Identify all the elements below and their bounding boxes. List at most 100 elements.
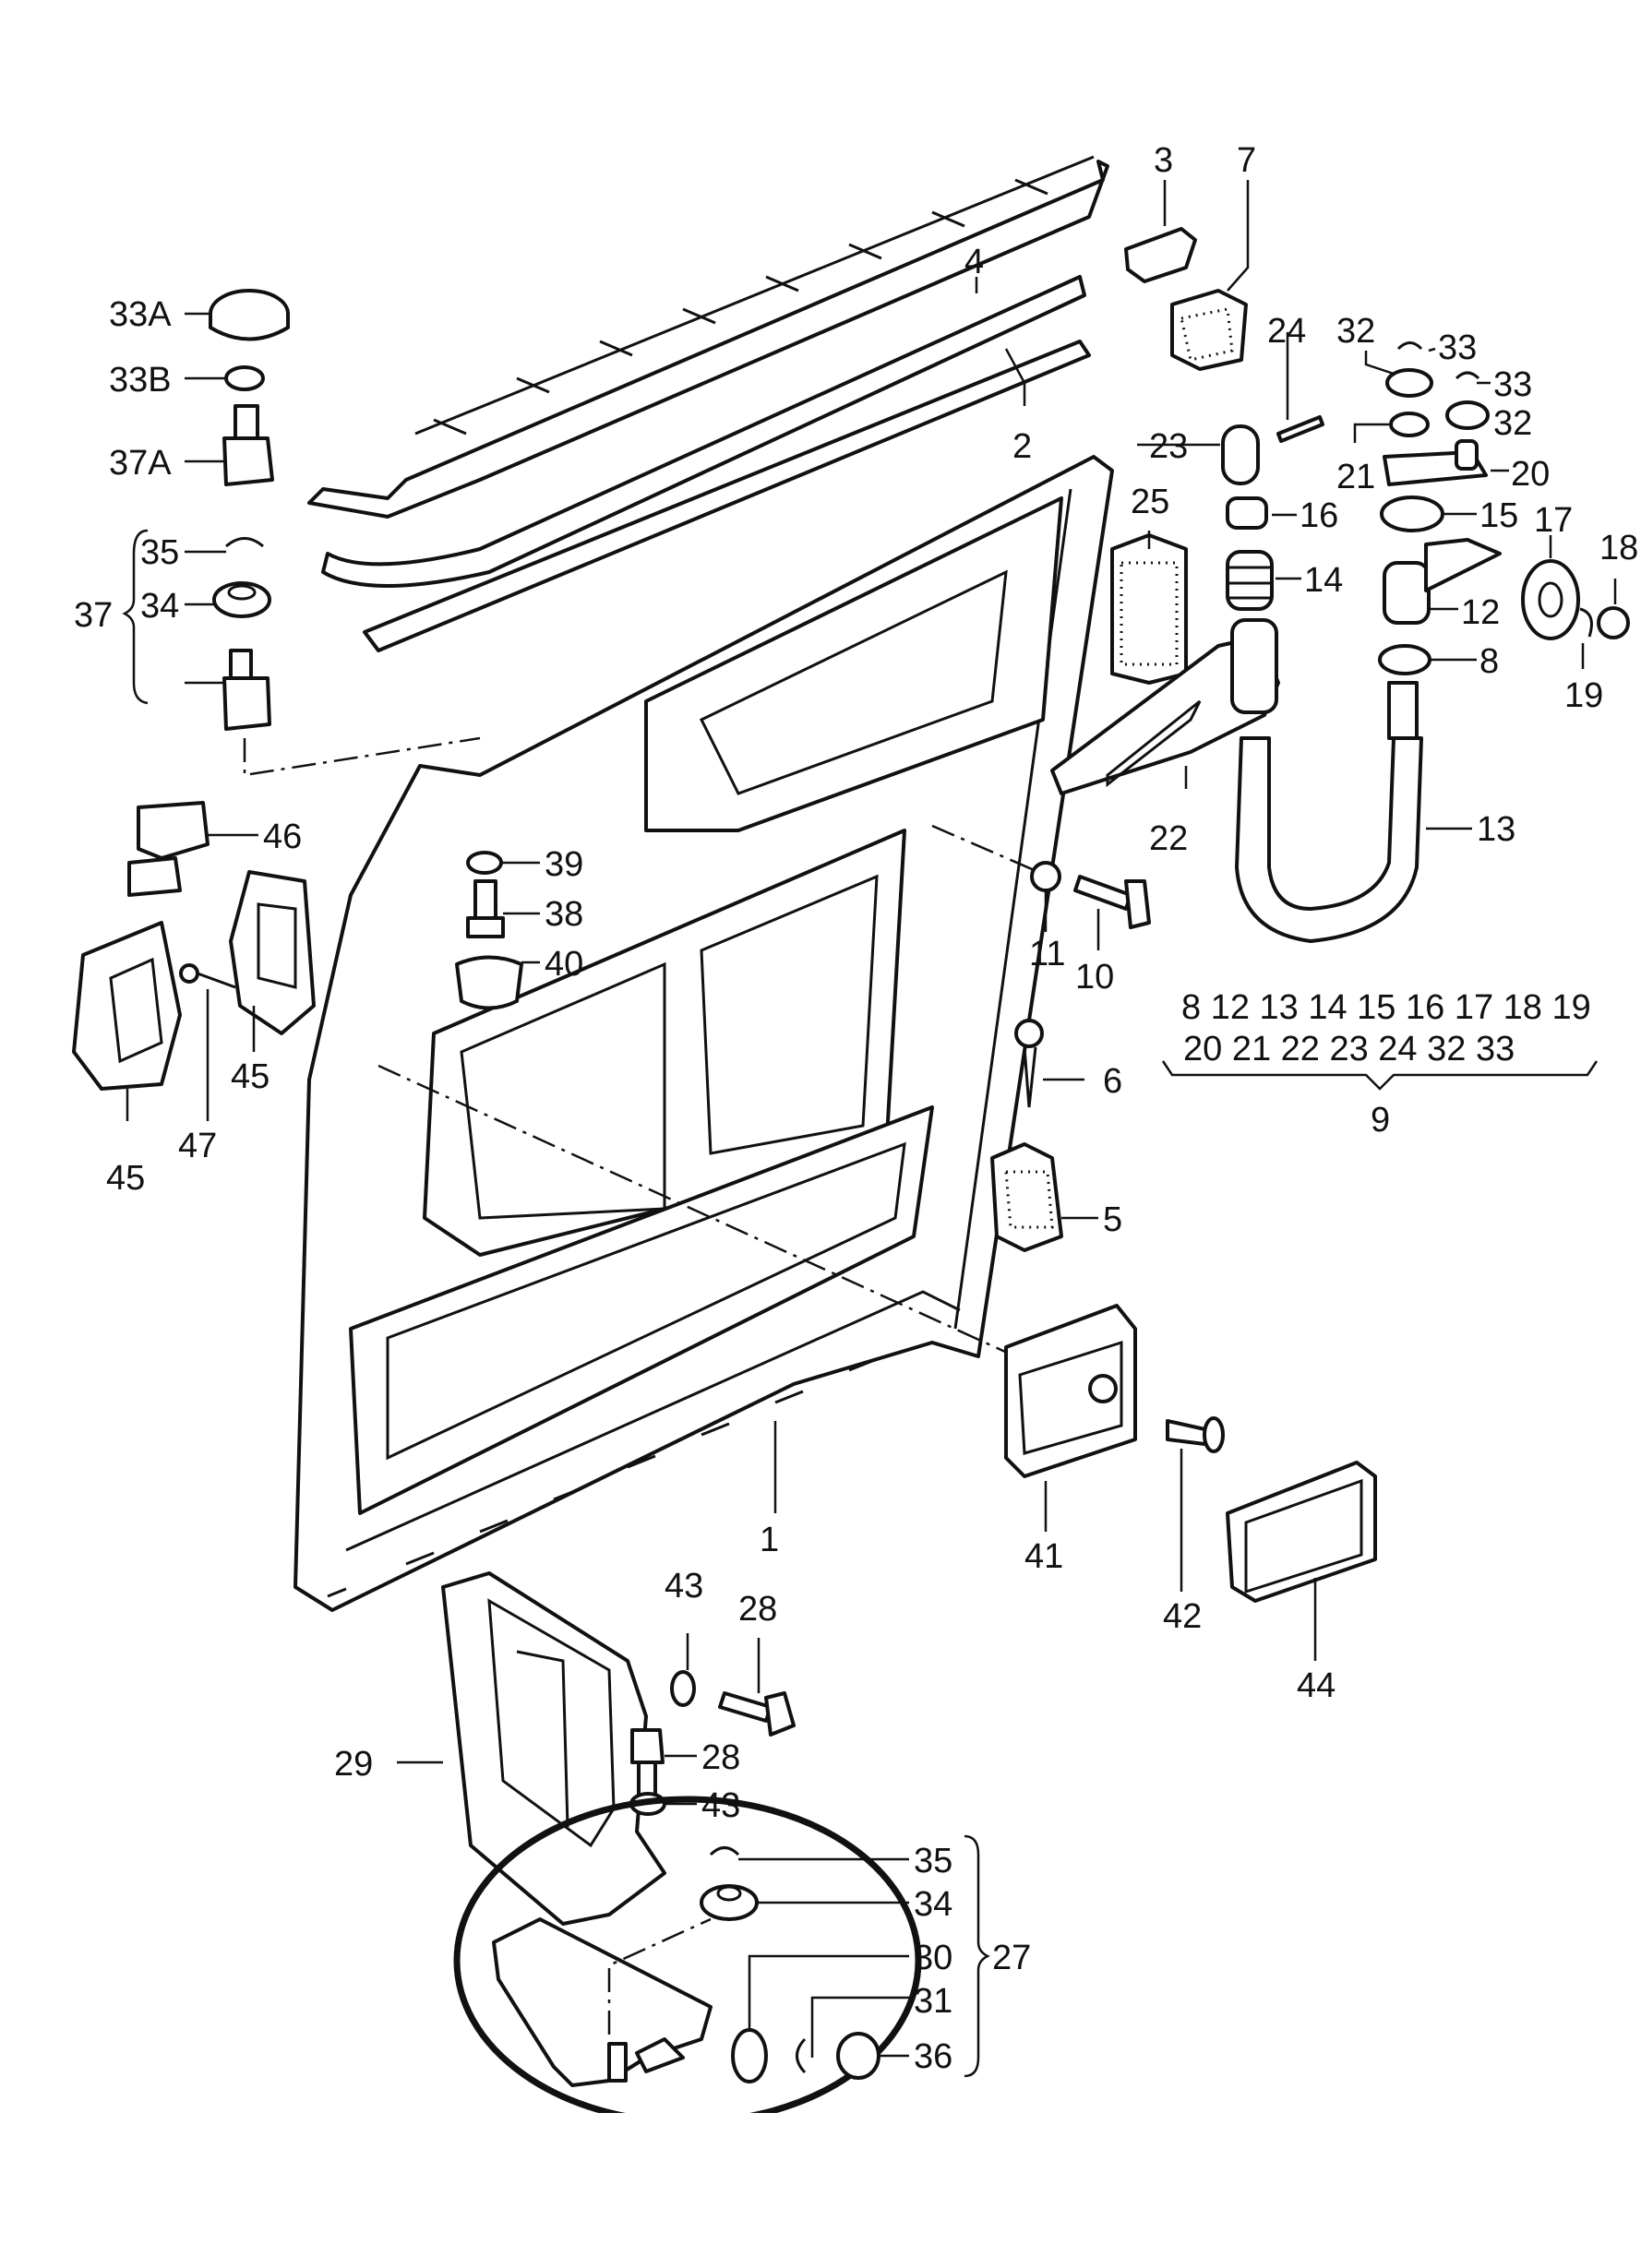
part-31-clip: [796, 2037, 807, 2074]
part-10-bolt: [1073, 875, 1151, 929]
bolt-37: [222, 649, 271, 731]
label-part-34a: 34: [140, 587, 180, 626]
label-part-41: 41: [1024, 1537, 1064, 1576]
label-part-42: 42: [1163, 1597, 1203, 1636]
label-part-13: 13: [1477, 810, 1516, 849]
part-16: [1226, 496, 1268, 530]
label-part-11: 11: [1029, 935, 1066, 973]
washer-33B: [224, 365, 265, 391]
label-part-44: 44: [1297, 1666, 1336, 1705]
centerline-27: [607, 1917, 712, 2035]
spacer-34: [212, 581, 271, 618]
label-part-29: 29: [334, 1745, 374, 1784]
part-44-handle: [1226, 1461, 1377, 1603]
part-5-block: [990, 1142, 1063, 1252]
label-part-37: 37: [74, 596, 114, 635]
part-43-washer-a: [670, 1670, 696, 1707]
label-part-4: 4: [964, 243, 985, 281]
label-part-19: 19: [1564, 676, 1604, 715]
label-part-43b: 43: [701, 1786, 741, 1825]
part-41-lock: [1004, 1304, 1137, 1478]
label-part-28b: 28: [701, 1738, 741, 1777]
part-11-washer: [1030, 861, 1061, 892]
label-part-38: 38: [545, 895, 584, 934]
label-part-39: 39: [545, 845, 584, 884]
label-part-25: 25: [1131, 483, 1170, 521]
label-part-15: 15: [1479, 496, 1519, 535]
label-part-32b: 32: [1493, 404, 1533, 443]
cap-33A: [209, 289, 290, 341]
label-part-9: 9: [1371, 1101, 1391, 1140]
part-7-cube: [1170, 289, 1248, 371]
label-part-32a: 32: [1336, 312, 1376, 351]
part-18-nut: [1597, 606, 1630, 639]
label-part-2: 2: [1012, 427, 1033, 466]
label-part-3: 3: [1154, 141, 1174, 180]
label-part-34b: 34: [914, 1885, 953, 1924]
label-part-14: 14: [1304, 561, 1344, 600]
label-part-43a: 43: [665, 1567, 704, 1606]
part-27-hinge: [492, 1917, 713, 2087]
label-part-37A: 37A: [109, 444, 172, 483]
label-part-35a: 35: [140, 533, 180, 572]
part-32-33-washers: [1385, 341, 1490, 437]
part-25-block: [1110, 533, 1188, 685]
bracket-27: [964, 1834, 990, 2078]
part-29-bracket: [441, 1571, 666, 1926]
label-part-47: 47: [178, 1127, 218, 1165]
part-45-left: [72, 921, 182, 1091]
part-6-screw: [1014, 1019, 1044, 1108]
part-30-ring: [731, 2028, 768, 2083]
part-13-rod: [1235, 681, 1423, 943]
window-rail-part: [307, 155, 1109, 519]
part-39-washer: [466, 851, 503, 875]
part-8: [1378, 644, 1431, 675]
centerline-37: [243, 736, 481, 777]
label-part-33A: 33A: [109, 295, 172, 334]
label-part-5: 5: [1103, 1200, 1123, 1239]
part-46: [127, 801, 210, 897]
clip-35-lower: [709, 1846, 740, 1856]
group-9-row-1: 8 12 13 14 15 16 17 18 19: [1181, 988, 1591, 1027]
label-part-31: 31: [914, 1982, 953, 2021]
label-part-45a: 45: [106, 1159, 146, 1198]
part-22-hinge-plate: [1050, 618, 1280, 795]
label-part-8: 8: [1479, 642, 1500, 681]
label-part-46: 46: [263, 818, 303, 856]
screw-47: [179, 963, 236, 989]
label-part-10: 10: [1075, 958, 1115, 997]
label-part-23: 23: [1149, 427, 1189, 466]
leader-lines: [126, 180, 1617, 2058]
label-part-18: 18: [1599, 529, 1639, 567]
seal-strip-4: [321, 275, 1086, 588]
label-part-36: 36: [914, 2037, 953, 2076]
part-38-bolt: [466, 879, 505, 938]
centerline-lock: [377, 1064, 1016, 1358]
label-part-17: 17: [1534, 501, 1574, 540]
label-part-16: 16: [1300, 496, 1339, 535]
label-part-27: 27: [992, 1939, 1032, 1977]
label-part-45b: 45: [231, 1057, 270, 1096]
strip-2: [363, 340, 1091, 652]
label-part-7: 7: [1237, 141, 1257, 180]
label-part-1: 1: [760, 1521, 780, 1559]
label-part-33B: 33B: [109, 361, 172, 400]
part-28-bolt-a: [718, 1691, 796, 1737]
part-14-spring: [1226, 550, 1274, 611]
part-12-arm: [1383, 538, 1502, 625]
label-part-21: 21: [1336, 458, 1376, 496]
label-part-12: 12: [1461, 593, 1501, 632]
label-part-24: 24: [1267, 312, 1307, 351]
clip-35: [225, 537, 264, 548]
part-20-lever: [1383, 439, 1488, 486]
part-17-pulley: [1521, 559, 1580, 640]
bolt-37A: [222, 404, 274, 486]
part-19-clip: [1579, 607, 1593, 638]
part-42-screw: [1166, 1416, 1225, 1453]
part-45-right: [229, 870, 316, 1035]
label-part-30: 30: [914, 1939, 953, 1977]
part-24-pin: [1276, 415, 1324, 443]
bracket-37: [122, 529, 149, 705]
